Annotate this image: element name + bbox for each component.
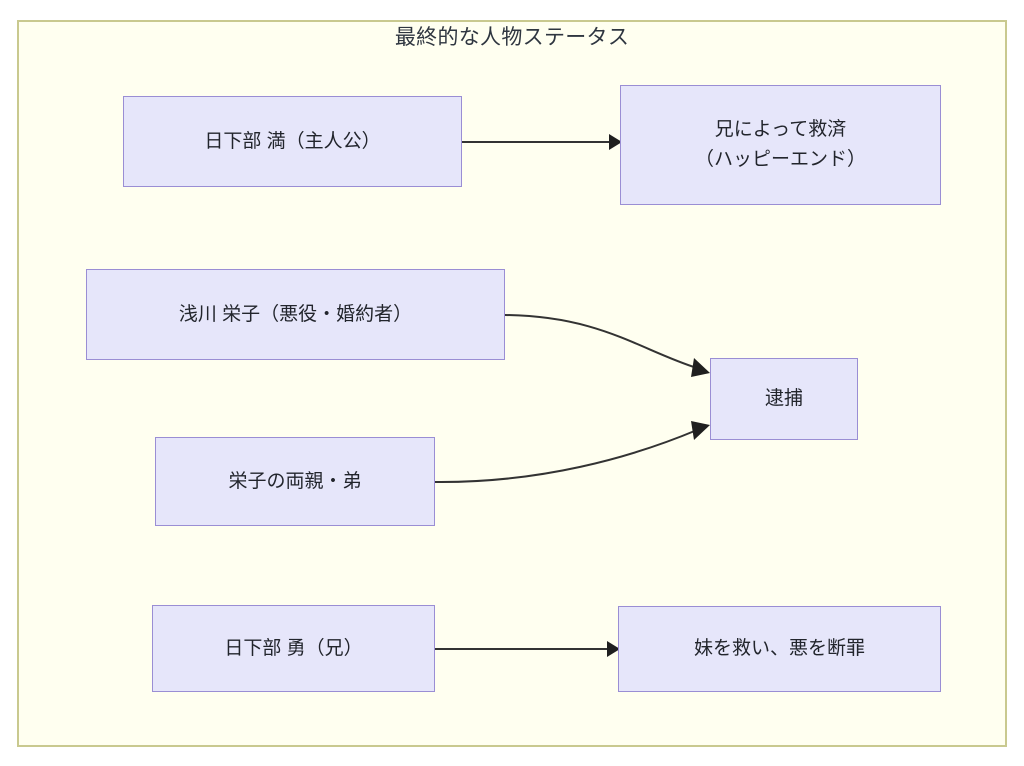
node-eiko-family[interactable]: 栄子の両親・弟 bbox=[155, 437, 435, 526]
node-label: 逮捕 bbox=[764, 388, 803, 409]
node-label: 日下部 勇（兄） bbox=[224, 637, 363, 659]
node-eiko[interactable]: 浅川 栄子（悪役・婚約者） bbox=[86, 269, 505, 360]
node-label: 兄によって救済 （ハッピーエンド） bbox=[694, 119, 866, 170]
node-mitsuru[interactable]: 日下部 満（主人公） bbox=[123, 96, 462, 187]
node-label: 栄子の両親・弟 bbox=[228, 470, 362, 492]
node-justice[interactable]: 妹を救い、悪を断罪 bbox=[618, 606, 941, 692]
node-arrest[interactable]: 逮捕 bbox=[710, 358, 858, 440]
node-isamu[interactable]: 日下部 勇（兄） bbox=[152, 605, 435, 692]
node-saved-by-brother[interactable]: 兄によって救済 （ハッピーエンド） bbox=[620, 85, 941, 205]
node-label: 浅川 栄子（悪役・婚約者） bbox=[178, 303, 413, 325]
page-title: 最終的な人物ステータス bbox=[394, 26, 630, 49]
node-label: 日下部 満（主人公） bbox=[204, 130, 381, 152]
node-label: 妹を救い、悪を断罪 bbox=[693, 638, 865, 659]
